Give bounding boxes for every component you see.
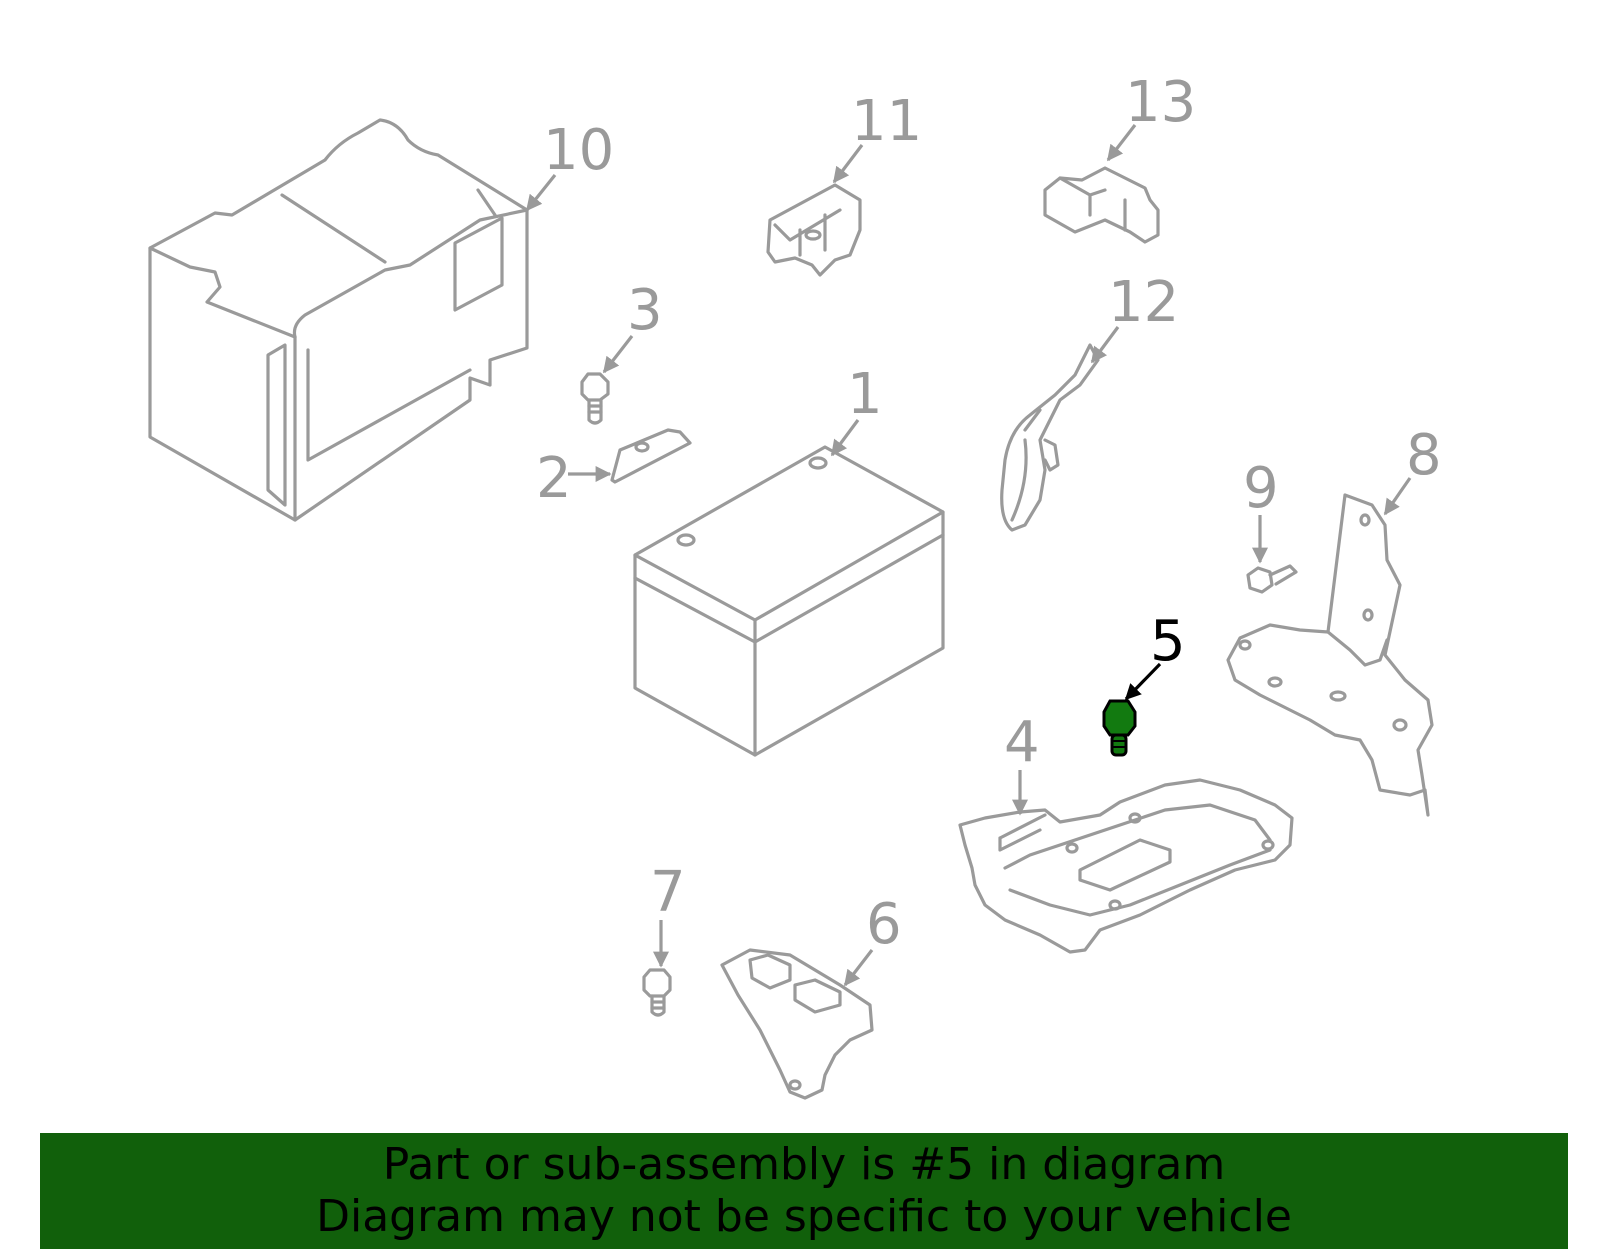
part-6-bracket[interactable] [720, 948, 874, 1100]
callout-13: 13 [1125, 70, 1196, 135]
part-8-bracket[interactable] [1226, 493, 1434, 817]
part-11-bracket[interactable] [766, 183, 862, 277]
callout-4: 4 [1004, 710, 1040, 775]
callout-10: 10 [543, 118, 614, 183]
callout-2: 2 [536, 446, 572, 511]
callout-12: 12 [1108, 270, 1179, 335]
callout-6: 6 [866, 892, 902, 957]
part-2-clamp[interactable] [610, 428, 692, 484]
part-13-connector[interactable] [1043, 166, 1160, 244]
part-4-tray[interactable] [958, 778, 1294, 954]
banner-line-disclaimer: Diagram may not be specific to your vehi… [316, 1191, 1292, 1242]
callout-3: 3 [627, 278, 663, 343]
part-5-bolt-highlighted[interactable] [1102, 699, 1137, 757]
part-12-harness[interactable] [1000, 343, 1100, 532]
callout-5: 5 [1150, 609, 1186, 674]
callout-11: 11 [851, 89, 922, 154]
part-10-battery-cover[interactable] [148, 118, 529, 522]
callout-8: 8 [1406, 423, 1442, 488]
callout-1: 1 [847, 362, 883, 427]
part-3-bolt[interactable] [580, 372, 610, 425]
banner-line-part: Part or sub-assembly is #5 in diagram [382, 1139, 1226, 1190]
part-7-bolt[interactable] [642, 968, 672, 1017]
callout-9: 9 [1243, 456, 1279, 521]
part-9-bolt[interactable] [1246, 564, 1298, 594]
leader-lines [525, 124, 1412, 987]
callout-labels: 10 1 2 3 4 5 6 7 8 9 11 13 12 [536, 70, 1442, 957]
info-banner: Part or sub-assembly is #5 in diagram Di… [40, 1133, 1568, 1249]
part-1-battery[interactable] [633, 445, 945, 757]
callout-7: 7 [650, 860, 686, 925]
